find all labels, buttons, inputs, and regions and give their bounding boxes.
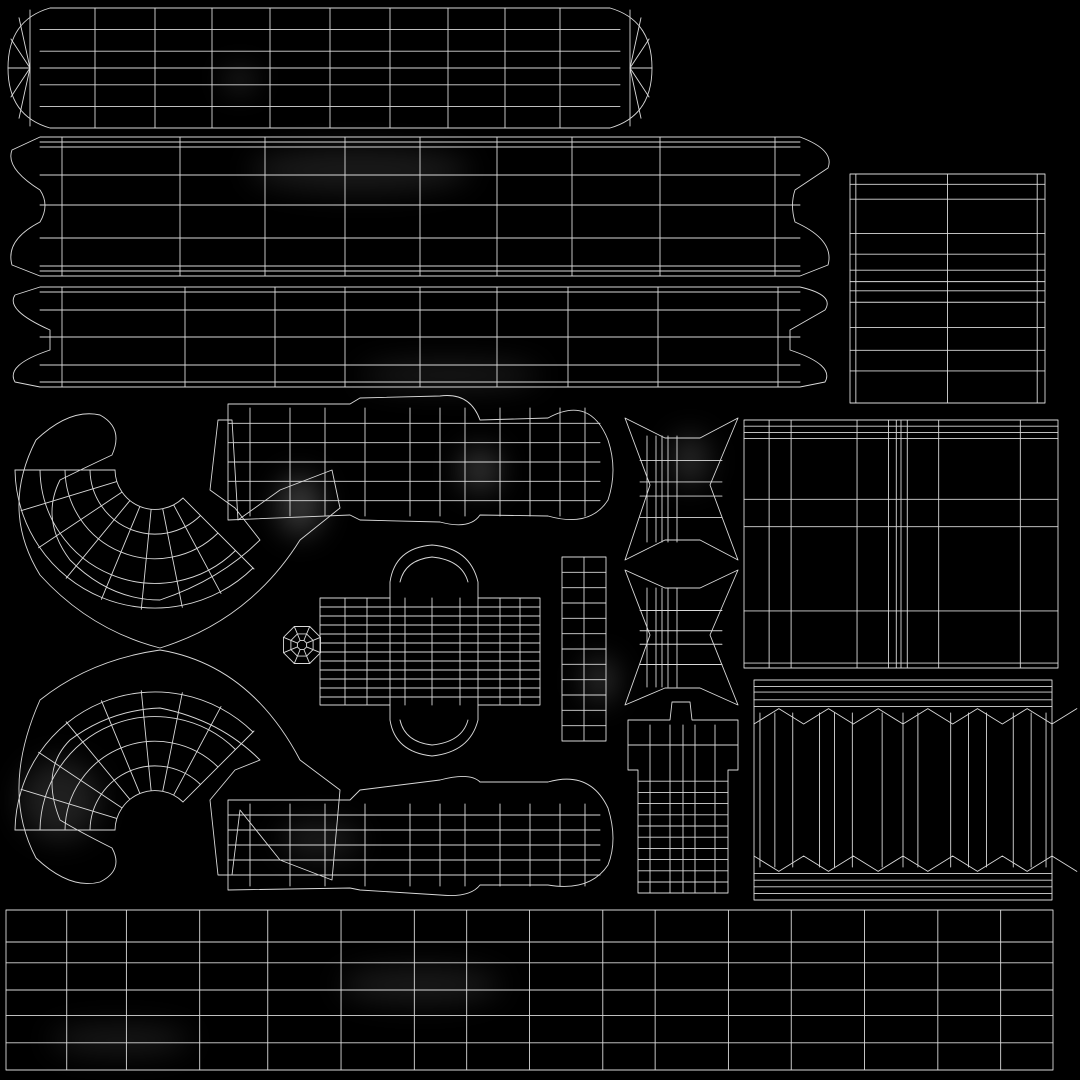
uv-mesh-bottom-strip: [5, 909, 1054, 1071]
uv-mesh-top-handle: [7, 7, 653, 129]
uv-mesh-right-lower-panel: [753, 679, 1078, 901]
uv-mesh-hook-lower: [14, 690, 255, 831]
uv-shell-top-handle: [7, 7, 653, 129]
uv-mesh-octagon-ring: [283, 626, 321, 664]
uv-mesh-pipe-upper: [227, 407, 601, 517]
uv-shell-hook-upper: [18, 413, 341, 649]
uv-shell-pinched-lower: [624, 569, 739, 706]
uv-shell-pipe-lower: [227, 776, 614, 896]
uv-mesh-hook-upper: [14, 469, 255, 610]
uv-mesh-layer: [5, 7, 1078, 1071]
uv-shell-pipe-upper: [227, 395, 614, 526]
uv-shell-pinched-upper: [624, 417, 739, 561]
uv-mesh-pinched-upper: [639, 435, 723, 543]
uv-shell-small-block: [627, 701, 739, 894]
uv-mesh-lower-cross-bar: [39, 286, 801, 388]
uv-shell-hook-lower: [18, 649, 341, 885]
uv-mesh-small-block: [627, 724, 739, 894]
uv-shell-mid-rounded-block: [319, 544, 541, 757]
uv-mesh-thin-vertical-strip: [561, 556, 607, 742]
uv-shell-lower-cross-bar: [12, 286, 828, 388]
uv-mesh-right-mid-panel: [743, 419, 1059, 669]
uv-mesh-mid-block: [319, 556, 541, 746]
uv-shell-upper-cross-bar: [10, 136, 830, 277]
uv-mesh-pipe-lower: [227, 803, 601, 887]
uv-mesh-pinched-lower: [639, 587, 723, 688]
uv-mesh-right-upper-panel: [849, 173, 1046, 404]
uv-mesh-upper-cross-bar: [39, 136, 801, 277]
